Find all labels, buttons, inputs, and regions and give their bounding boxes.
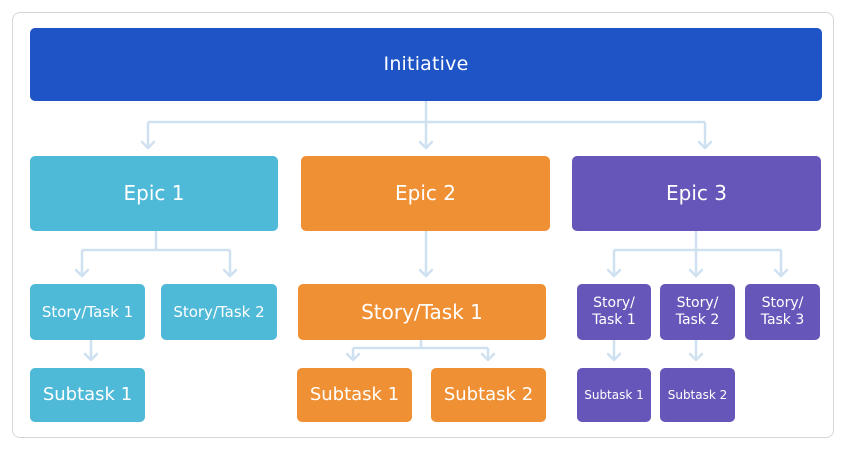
arrow-to-e3-story1 [606,268,622,278]
e1-story-task-2-node: Story/Task 2 [161,284,277,340]
epic-1-node: Epic 1 [30,156,278,231]
initiative-node: Initiative [30,28,822,101]
arrow-to-e3-story2 [688,268,704,278]
arrow-to-epic-2 [418,140,434,150]
e3-subtask-2-node: Subtask 2 [660,368,735,422]
arrow-to-e3-subtask1 [606,352,622,362]
arrow-to-e2-story1 [418,268,434,278]
e3-story-task-1-node: Story/ Task 1 [577,284,651,340]
e3-subtask-1-node: Subtask 1 [577,368,651,422]
arrow-to-epic-3 [697,140,713,150]
arrow-to-epic-1 [140,140,156,150]
e3-story-task-2-node: Story/ Task 2 [660,284,735,340]
arrow-to-e2-sub2 [480,352,496,362]
e3-story-task-3-node: Story/ Task 3 [745,284,820,340]
arrow-to-e1-subtask1 [83,352,99,362]
arrow-to-e3-subtask2 [688,352,704,362]
arrow-to-e3-story3 [773,268,789,278]
arrow-to-e2-sub1 [345,352,361,362]
e1-subtask-1-node: Subtask 1 [30,368,145,422]
e2-subtask-1-node: Subtask 1 [297,368,412,422]
e1-story-task-1-node: Story/Task 1 [30,284,145,340]
arrow-to-e1-story2 [222,268,238,278]
epic-3-node: Epic 3 [572,156,821,231]
e2-subtask-2-node: Subtask 2 [431,368,546,422]
epic-2-node: Epic 2 [301,156,550,231]
e2-story-task-1-node: Story/Task 1 [298,284,546,340]
arrow-to-e1-story1 [74,268,90,278]
